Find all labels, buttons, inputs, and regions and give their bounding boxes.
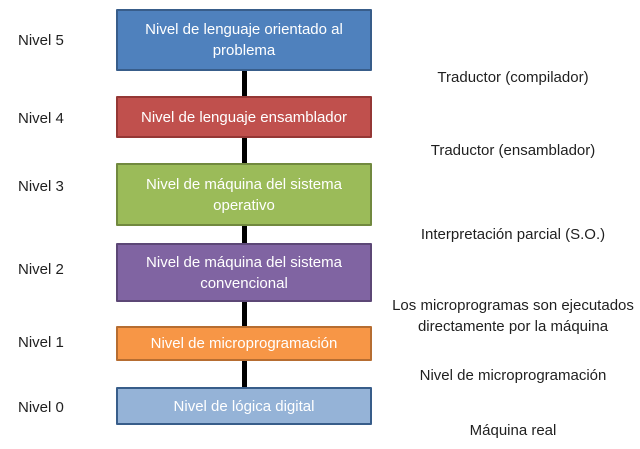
level-label-nivel-2: Nivel 2 — [18, 261, 64, 278]
level-box-nivel-5: Nivel de lenguaje orientado al problema — [116, 9, 372, 71]
connector-line — [242, 359, 247, 389]
connector-line — [242, 69, 247, 99]
level-label-nivel-4: Nivel 4 — [18, 110, 64, 127]
annotation-nivel-microprogramacion: Nivel de microprogramación — [419, 367, 607, 384]
level-box-text: Nivel de máquina del sistema operativo — [146, 175, 342, 214]
level-label-nivel-0: Nivel 0 — [18, 399, 64, 416]
annotation-interpretacion-parcial: Interpretación parcial (S.O.) — [420, 226, 606, 243]
level-box-nivel-4: Nivel de lenguaje ensamblador — [116, 96, 372, 138]
level-box-text: Nivel de máquina del sistema convenciona… — [146, 253, 342, 292]
level-label-nivel-5: Nivel 5 — [18, 32, 64, 49]
level-box-text: Nivel de microprogramación — [150, 335, 338, 352]
level-box-text: Nivel de lenguaje ensamblador — [141, 108, 347, 126]
level-box-nivel-2: Nivel de máquina del sistema convenciona… — [116, 243, 372, 302]
level-box-nivel-0: Nivel de lógica digital — [116, 387, 372, 425]
annotation-traductor-ensamblador: Traductor (ensamblador) — [430, 142, 596, 159]
annotation-microprogramas-ejecutados: Los microprogramas son ejecutados direct… — [392, 297, 634, 335]
connector-line — [242, 136, 247, 166]
connector-line — [242, 224, 247, 246]
annotation-maquina-real: Máquina real — [469, 422, 557, 439]
level-box-text: Nivel de lenguaje orientado al problema — [145, 21, 343, 59]
level-box-nivel-1: Nivel de microprogramación — [116, 326, 372, 361]
level-label-nivel-3: Nivel 3 — [18, 178, 64, 195]
level-box-nivel-3: Nivel de máquina del sistema operativo — [116, 163, 372, 226]
level-label-nivel-1: Nivel 1 — [18, 334, 64, 351]
annotation-traductor-compilador: Traductor (compilador) — [437, 69, 589, 86]
level-box-text: Nivel de lógica digital — [173, 397, 315, 415]
connector-line — [242, 300, 247, 328]
